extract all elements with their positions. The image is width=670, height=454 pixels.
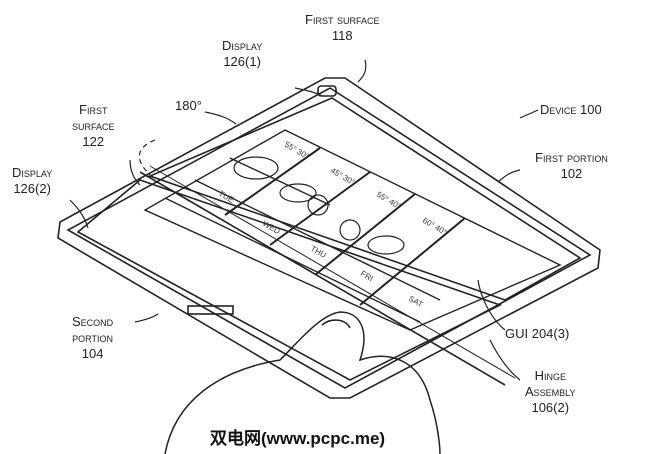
- device-outline: [57, 77, 601, 399]
- label-line: Hinge: [534, 368, 566, 383]
- grid-outline: [143, 129, 562, 331]
- label-device-100: Device 100: [540, 102, 602, 117]
- device-inner-edge: [66, 87, 592, 389]
- temp-text: 55° 30°: [283, 140, 310, 161]
- label-line: Assembly: [525, 384, 576, 399]
- label-line: Second: [72, 314, 114, 329]
- leader-line: [134, 313, 159, 323]
- label-line: First: [79, 102, 108, 117]
- leader-line: [204, 111, 237, 125]
- hand-outline: [164, 311, 441, 454]
- day-text: THU: [309, 244, 328, 260]
- label-line: 126(1): [223, 54, 261, 69]
- hand: [164, 311, 441, 454]
- leader-line: [519, 109, 539, 119]
- grid-column-line: [314, 193, 416, 276]
- weather-icons: [233, 156, 405, 255]
- leader-line: [69, 199, 89, 229]
- grid-column-line: [224, 147, 321, 216]
- fingernail: [321, 319, 351, 329]
- temp-text: 55° 40°: [375, 190, 402, 211]
- leader-line: [129, 159, 141, 186]
- gui-weather-grid: [143, 129, 562, 331]
- leader-line: [294, 87, 323, 97]
- sun-icon: [307, 194, 329, 216]
- leader-line: [497, 169, 521, 183]
- label-line: Display: [12, 165, 53, 180]
- label-gui-204-3: GUI 204(3): [505, 326, 570, 341]
- cloud-icon: [367, 235, 405, 255]
- leader-line: [489, 339, 521, 381]
- temp-text: 60° 40°: [421, 216, 448, 237]
- cloud-icon: [233, 156, 279, 180]
- label-line: 126(2): [13, 181, 51, 196]
- label-line: First portion: [535, 150, 608, 165]
- label-line: First surface: [305, 12, 380, 27]
- hinge-button: [187, 305, 234, 315]
- grid-column-line: [269, 171, 371, 246]
- label-line: 106(2): [531, 400, 570, 415]
- second-display: [76, 179, 503, 381]
- label-line: Display: [222, 38, 263, 53]
- leader-lines: [69, 59, 539, 381]
- grid-row-line: [229, 157, 331, 206]
- day-text: FRI: [359, 269, 375, 283]
- grid-column-line: [359, 217, 466, 306]
- hinge-line: [139, 171, 506, 386]
- watermark: 双电网(www.pcpc.me): [210, 429, 386, 448]
- leader-line: [477, 279, 506, 331]
- label-line: portion: [72, 330, 114, 345]
- label-line: 118: [331, 28, 353, 43]
- rotation-arc: [138, 139, 156, 176]
- grid-row-line: [194, 179, 441, 301]
- temp-text: 45° 30°: [329, 166, 356, 187]
- leader-line: [357, 59, 367, 83]
- hinge-line-inner: [149, 165, 516, 379]
- first-display: [147, 97, 582, 301]
- label-line: 104: [81, 346, 104, 361]
- camera-icon: [317, 85, 337, 97]
- label-line: surface: [72, 118, 115, 133]
- label-angle: 180°: [175, 98, 202, 113]
- label-line: 102: [560, 166, 583, 181]
- cloud-icon: [279, 183, 317, 203]
- grid-row-line: [164, 197, 421, 323]
- sun-icon: [339, 219, 361, 241]
- day-text: SAT: [407, 294, 425, 309]
- label-line: 122: [82, 134, 105, 149]
